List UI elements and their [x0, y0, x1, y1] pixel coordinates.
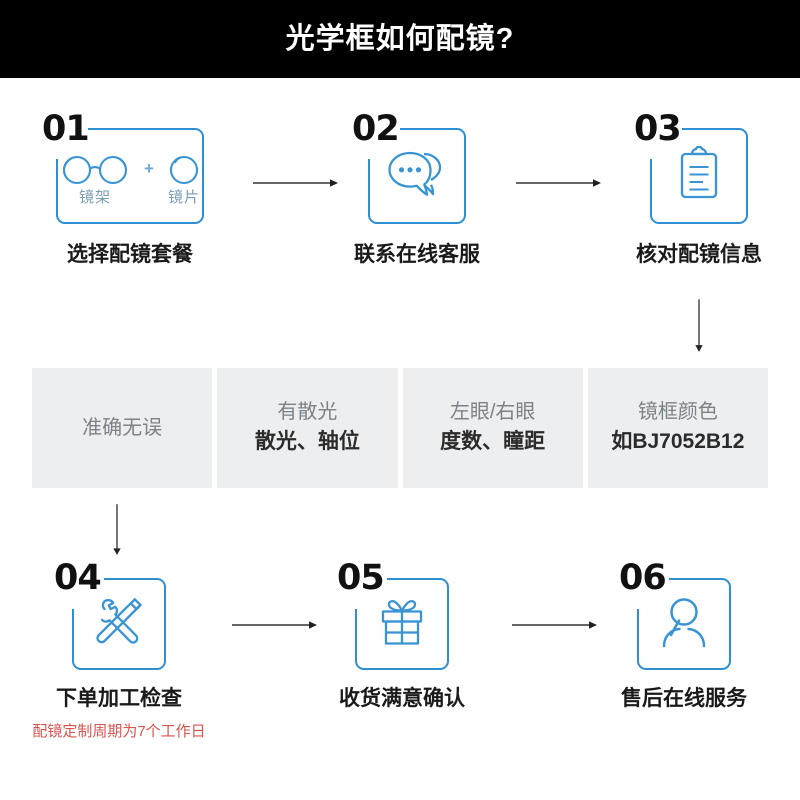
info-cell-3-bottom: 度数、瞳距: [440, 430, 546, 454]
frame-group: 镜架: [56, 152, 134, 205]
page-header: 光学框如何配镜?: [0, 0, 800, 78]
step-04-card[interactable]: [70, 575, 166, 670]
clipboard-icon: [680, 146, 718, 199]
step-02-icon: [370, 130, 464, 222]
info-cell-4: 镜框颜色 如BJ7052B12: [587, 368, 768, 488]
step-01[interactable]: 镜架 + 镜片 01 选择配镜套餐: [42, 112, 204, 266]
info-cell-2-top: 有散光: [277, 401, 338, 424]
step-05[interactable]: 05 收货满意确认: [337, 561, 465, 711]
step-01-number: 01: [42, 109, 90, 149]
step-06[interactable]: 06 售后在线服务: [619, 561, 747, 711]
info-cell-4-bottom: 如BJ7052B12: [611, 430, 745, 454]
lens-group: 镜片: [164, 152, 204, 205]
lens-label: 镜片: [167, 188, 200, 206]
glasses-plus-lens-icon: 镜架 + 镜片: [58, 130, 202, 222]
info-row: 准确无误 有散光 散光、轴位 左眼/右眼 度数、瞳距 镜框颜色 如BJ7052B…: [32, 368, 768, 488]
arrow-info-to-step4: [113, 504, 121, 555]
step-02[interactable]: 02 联系在线客服: [352, 112, 480, 267]
step-04-number: 04: [54, 558, 102, 598]
step-06-caption: 售后在线服务: [621, 687, 747, 710]
step-03-icon: [652, 130, 746, 222]
step-05-number: 05: [337, 558, 385, 598]
info-cell-1: 准确无误: [32, 368, 213, 488]
eyeglasses-icon: [62, 155, 128, 184]
step-04[interactable]: 04 下单加工检查 配镜定制周期为7个工作日: [32, 561, 205, 741]
step-06-number: 06: [619, 558, 667, 598]
step-02-number: 02: [352, 109, 400, 149]
step-05-caption: 收货满意确认: [339, 687, 465, 710]
person-service-icon: [662, 598, 706, 648]
step-06-card[interactable]: [635, 575, 731, 670]
arrow-step1-to-step2: [253, 179, 338, 187]
gift-box-icon: [381, 600, 423, 645]
step-02-caption: 联系在线客服: [354, 243, 480, 266]
step-03[interactable]: 03 核对配镜信息: [634, 112, 762, 267]
step-04-caption: 下单加工检查: [56, 687, 182, 710]
arrow-step2-to-step3: [516, 179, 601, 187]
frame-label: 镜架: [79, 188, 112, 206]
step-03-number: 03: [634, 109, 682, 149]
plus-separator: +: [144, 159, 154, 178]
arrow-step4-to-step5: [232, 621, 317, 629]
info-cell-3-top: 左眼/右眼: [449, 401, 536, 424]
arrow-step5-to-step6: [512, 621, 597, 629]
page-title: 光学框如何配镜?: [285, 22, 515, 55]
info-cell-1-text: 准确无误: [82, 416, 163, 439]
step-01-icon: 镜架 + 镜片: [58, 130, 202, 222]
info-cell-2-bottom: 散光、轴位: [254, 430, 360, 454]
lens-circle-icon: [169, 155, 199, 184]
step-01-caption: 选择配镜套餐: [67, 243, 193, 266]
info-cell-2: 有散光 散光、轴位: [217, 368, 398, 488]
chat-bubbles-icon: [388, 151, 442, 196]
step-03-caption: 核对配镜信息: [636, 243, 762, 266]
step-04-icon: [74, 580, 164, 668]
step-06-icon: [639, 580, 729, 668]
tools-hammer-wrench-icon: [96, 598, 142, 644]
arrow-step3-to-info: [695, 299, 703, 352]
step-04-note: 配镜定制周期为7个工作日: [32, 723, 206, 740]
info-cell-3: 左眼/右眼 度数、瞳距: [402, 368, 583, 488]
info-cell-4-top: 镜框颜色: [637, 401, 718, 424]
step-05-icon: [357, 580, 447, 668]
